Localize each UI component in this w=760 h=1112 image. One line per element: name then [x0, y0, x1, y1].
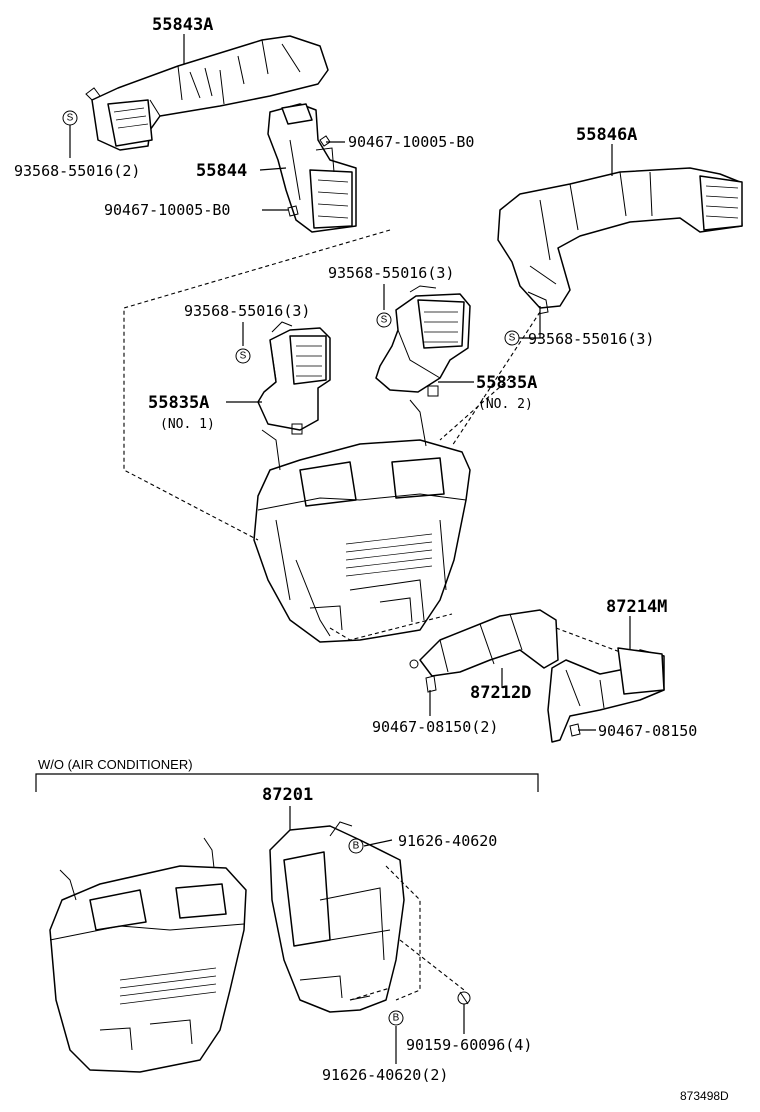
heater-unit-wo-ac [49, 837, 247, 1073]
duct-55843a [85, 35, 329, 151]
leader-lines [69, 34, 631, 1064]
wo-bracket [35, 773, 539, 792]
label-90159: 90159-60096(4) [406, 1036, 532, 1054]
label-55835a-no2: 55835A [476, 373, 537, 393]
label-55843a: 55843A [152, 15, 213, 35]
label-90467-08150: 90467-08150 [598, 722, 697, 740]
svg-text:S: S [240, 351, 247, 362]
label-93568-top: 93568-55016(2) [14, 162, 140, 180]
duct-55835a-no2 [375, 285, 471, 397]
svg-text:S: S [67, 113, 74, 124]
reference-code: 873498D [680, 1089, 729, 1103]
duct-55846a [497, 167, 743, 315]
fasteners [287, 135, 581, 737]
label-55844: 55844 [196, 161, 247, 181]
s-mark-left: S [235, 348, 251, 364]
label-91626-bottom: 91626-40620(2) [322, 1066, 448, 1084]
label-87214m: 87214M [606, 597, 667, 617]
label-55835a-no1: 55835A [148, 393, 209, 413]
heater-unit-assembly [253, 399, 471, 643]
label-55846a: 55846A [576, 125, 637, 145]
s-mark-top: S [62, 110, 78, 126]
label-93568-right: 93568-55016(3) [528, 330, 654, 348]
b-mark-bottom: B [388, 1010, 404, 1026]
duct-87214m [547, 647, 665, 743]
label-87201: 87201 [262, 785, 313, 805]
label-no2: (NO. 2) [478, 397, 533, 412]
cover-87201 [269, 821, 471, 1013]
duct-55844 [267, 103, 357, 233]
label-91626-top: 91626-40620 [398, 832, 497, 850]
svg-text:B: B [393, 1013, 400, 1024]
wo-air-conditioner-header: W/O (AIR CONDITIONER) [38, 757, 193, 772]
duct-55835a-no1 [257, 321, 331, 435]
svg-text:S: S [381, 315, 388, 326]
label-no1: (NO. 1) [160, 417, 215, 432]
duct-87212d [409, 609, 559, 677]
label-93568-left: 93568-55016(3) [184, 302, 310, 320]
label-90467-left: 90467-10005-B0 [104, 201, 230, 219]
label-87212d: 87212D [470, 683, 531, 703]
dashed-guide-lines [123, 229, 621, 1001]
s-mark-right: S [504, 330, 520, 346]
svg-text:S: S [509, 333, 516, 344]
b-mark-top: B [348, 838, 364, 854]
s-mark-mid: S [376, 312, 392, 328]
label-90467-08150-2: 90467-08150(2) [372, 718, 498, 736]
svg-text:B: B [353, 841, 360, 852]
label-90467-top: 90467-10005-B0 [348, 133, 474, 151]
label-93568-mid: 93568-55016(3) [328, 264, 454, 282]
